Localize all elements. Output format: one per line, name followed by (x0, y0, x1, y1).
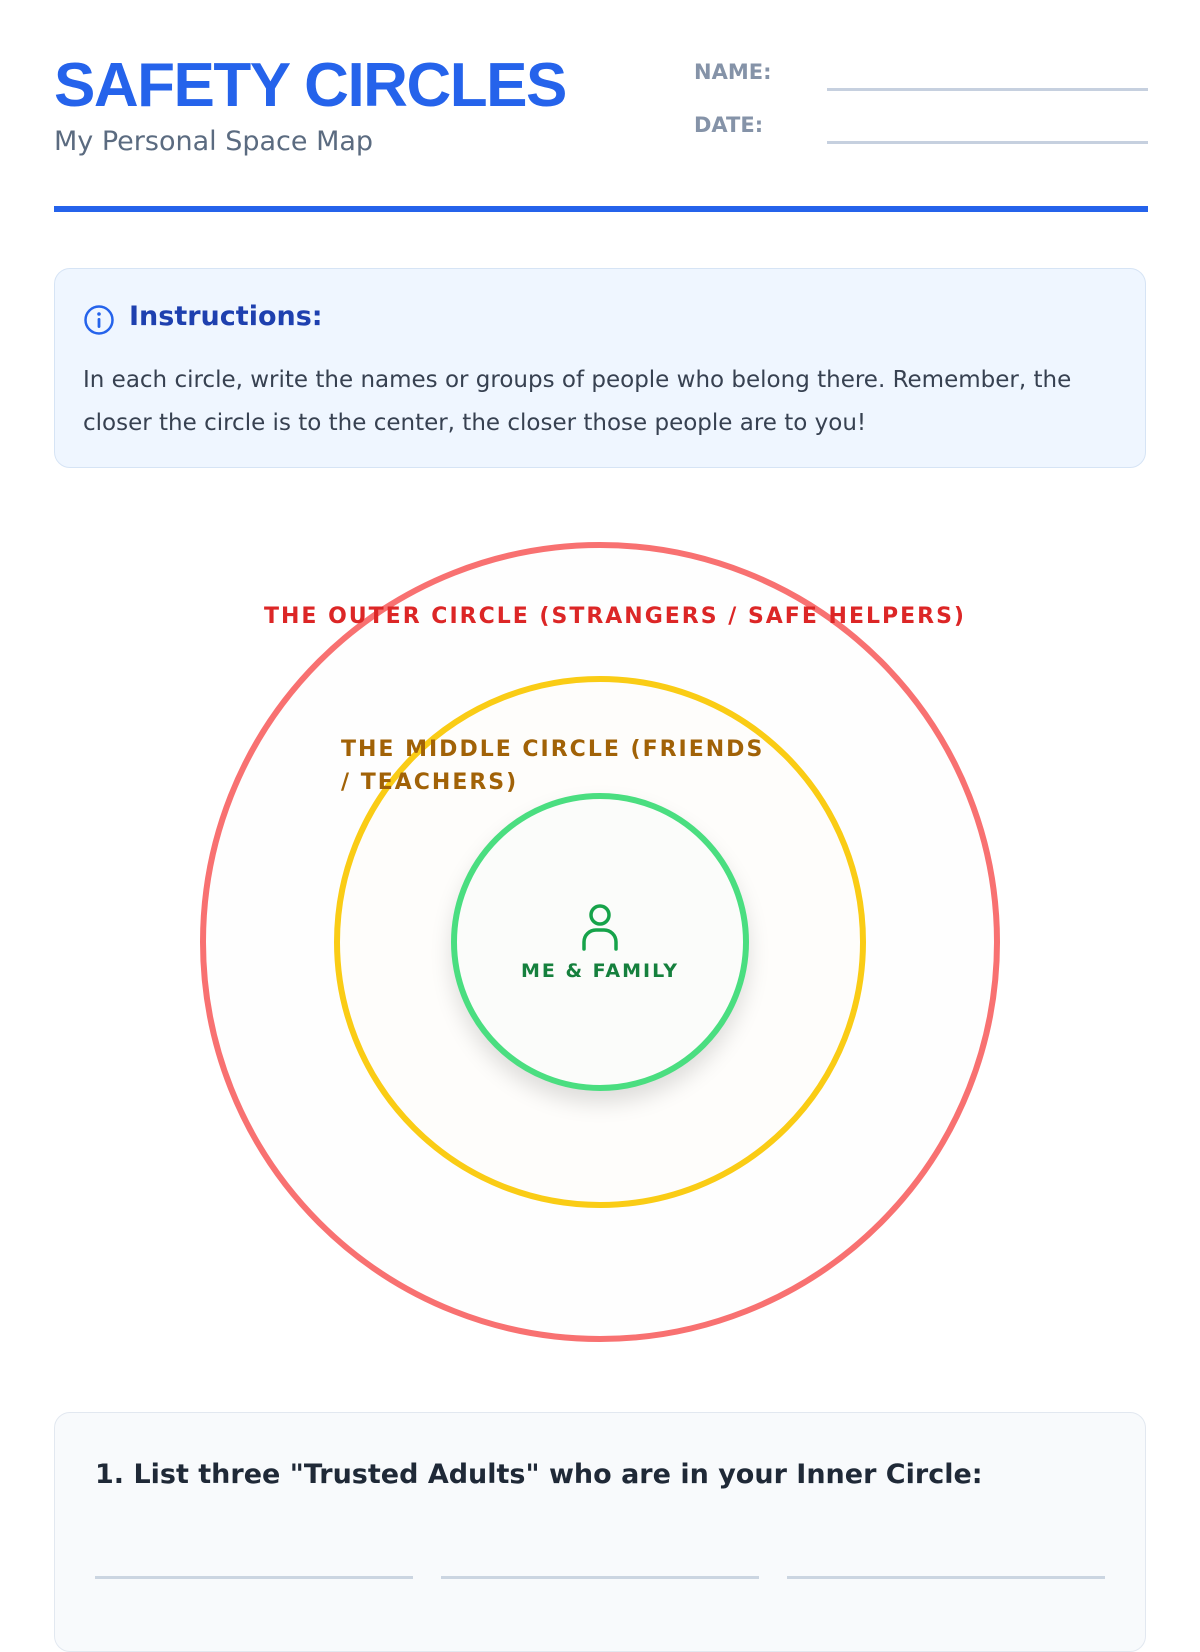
info-icon (84, 305, 114, 335)
answer-line[interactable] (441, 1576, 759, 1579)
name-field[interactable] (827, 88, 1148, 91)
header-divider (54, 206, 1148, 212)
answer-line[interactable] (95, 1576, 413, 1579)
page-subtitle: My Personal Space Map (54, 126, 374, 157)
instructions-text: In each circle, write the names or group… (83, 367, 1072, 436)
date-field[interactable] (827, 141, 1148, 144)
safety-circles-diagram: THE OUTER CIRCLE (STRANGERS / SAFE HELPE… (0, 530, 1200, 1350)
outer-circle[interactable] (200, 542, 1000, 1342)
outer-circle-label: THE OUTER CIRCLE (STRANGERS / SAFE HELPE… (264, 604, 966, 629)
answer-line[interactable] (787, 1576, 1105, 1579)
inner-circle[interactable] (451, 793, 749, 1091)
instructions-box: Instructions: In each circle, write the … (54, 268, 1146, 468)
worksheet-header: SAFETY CIRCLES My Personal Space Map NAM… (54, 50, 1148, 214)
instructions-heading: Instructions: (129, 301, 323, 332)
middle-circle-label: THE MIDDLE CIRCLE (FRIENDS / TEACHERS) (341, 737, 765, 795)
page-title: SAFETY CIRCLES (54, 51, 567, 120)
question-text: 1. List three "Trusted Adults" who are i… (95, 1459, 983, 1490)
inner-circle-label: ME & FAMILY (520, 960, 680, 982)
name-label: NAME: (694, 60, 772, 84)
date-label: DATE: (694, 113, 764, 137)
person-icon (582, 904, 618, 951)
question-card: 1. List three "Trusted Adults" who are i… (54, 1412, 1146, 1652)
